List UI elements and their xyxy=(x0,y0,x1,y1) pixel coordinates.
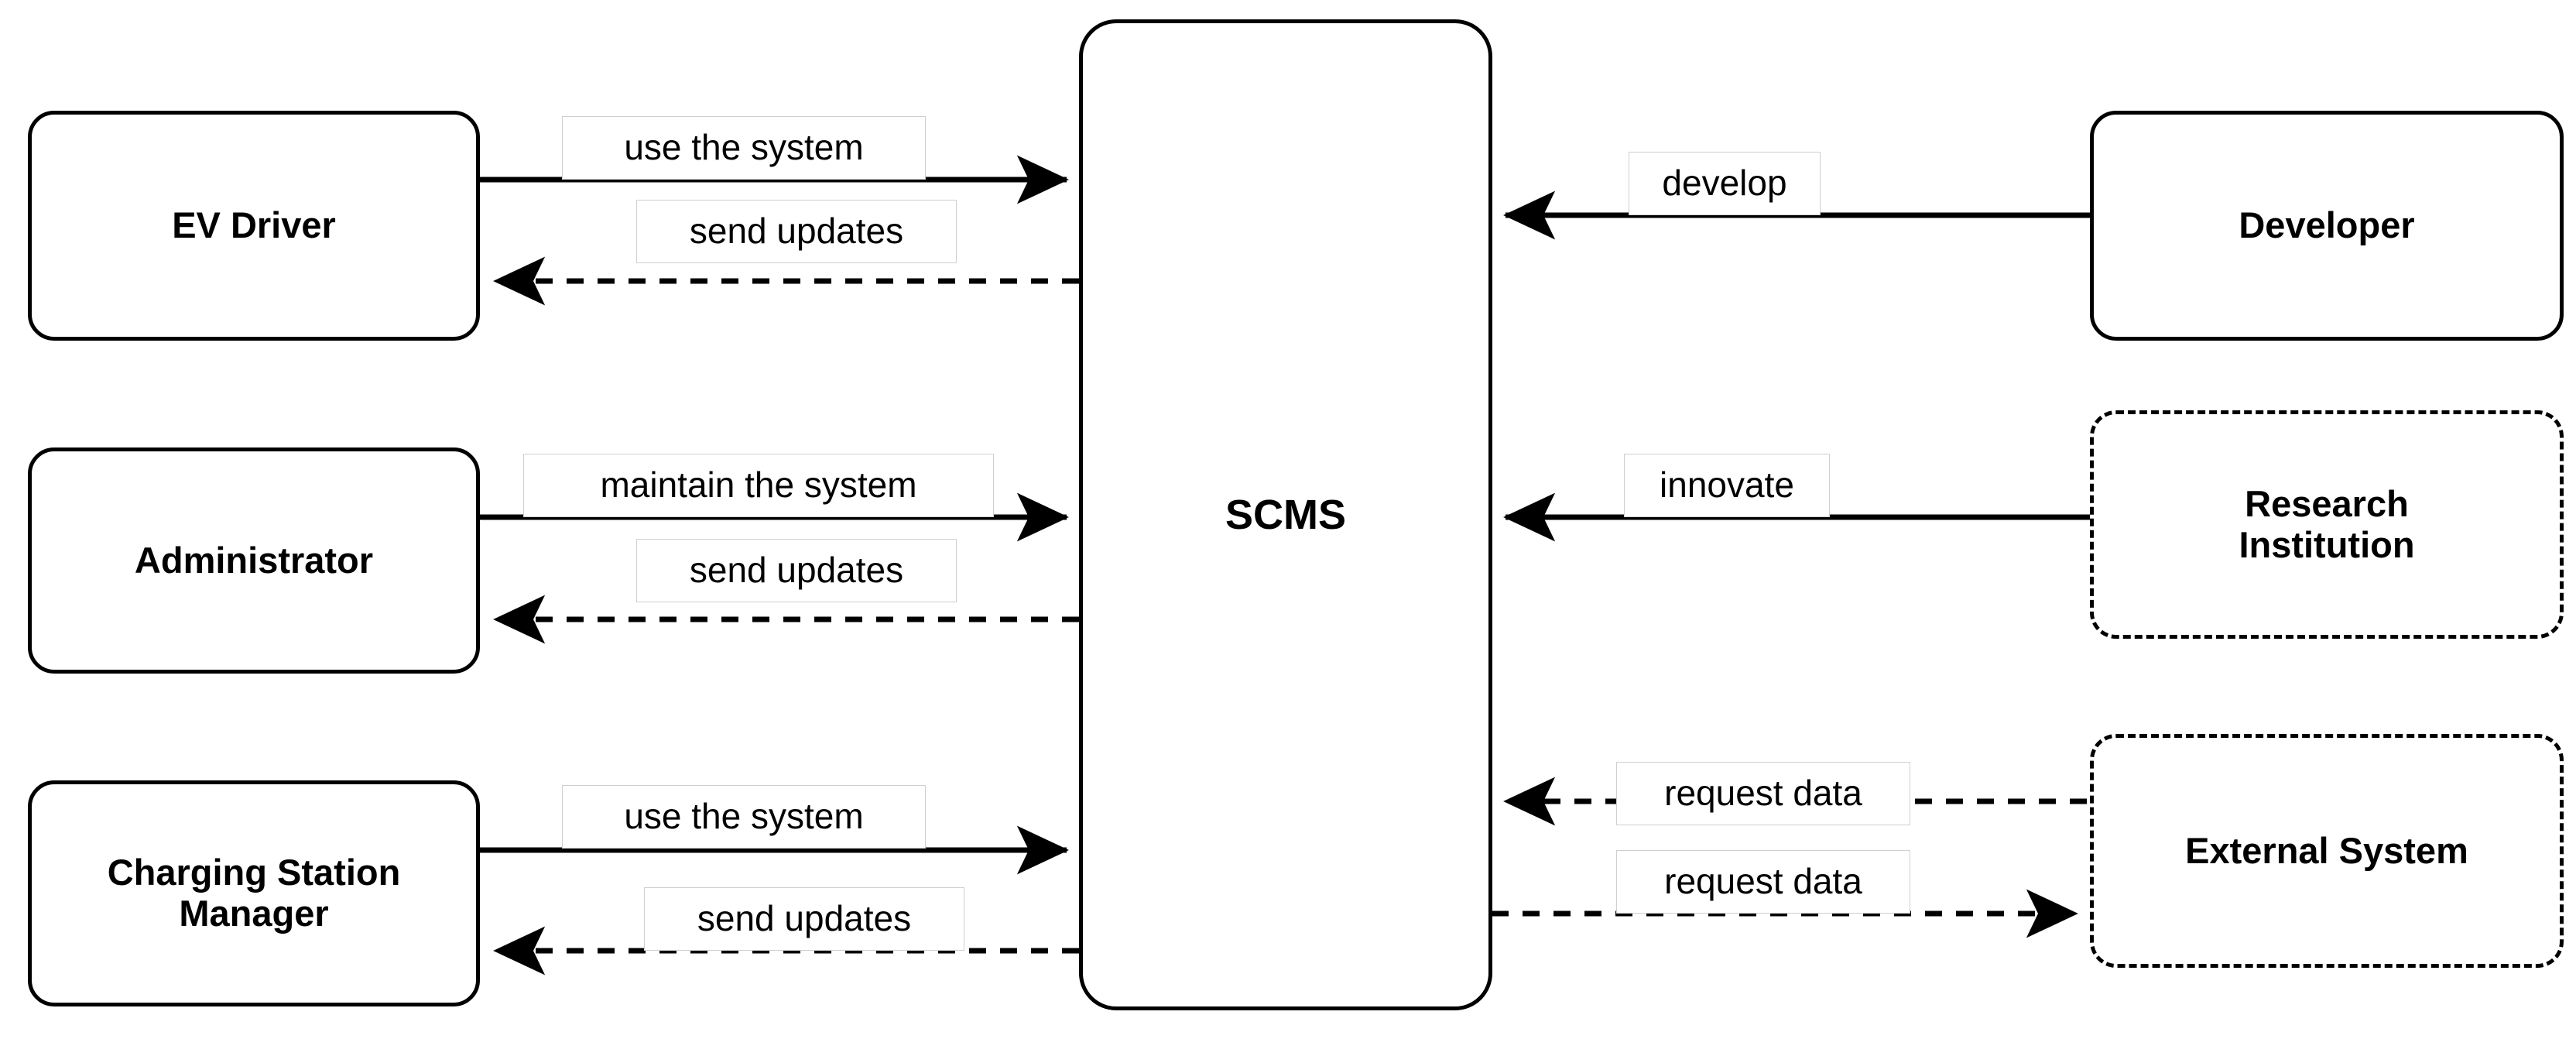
edge-label-text: innovate xyxy=(1660,465,1794,505)
node-external-system-label: External System xyxy=(2185,829,2468,871)
edge-label-text: send updates xyxy=(697,898,912,938)
node-research-institution[interactable]: Research Institution xyxy=(2090,410,2564,639)
edge-label-develop: develop xyxy=(1629,152,1821,215)
node-charging-station-manager-label: Charging Station Manager xyxy=(107,852,401,934)
edge-label-text: use the system xyxy=(624,796,864,836)
edge-label-maintain-the-system: maintain the system xyxy=(523,454,994,517)
edge-label-text: use the system xyxy=(624,127,864,167)
edge-label-request-data-out: request data xyxy=(1616,850,1910,914)
node-research-institution-label: Research Institution xyxy=(2239,482,2415,565)
edge-label-text: request data xyxy=(1664,861,1862,901)
node-administrator-label: Administrator xyxy=(134,539,374,581)
node-ev-driver[interactable]: EV Driver xyxy=(28,111,480,341)
node-scms-label: SCMS xyxy=(1225,491,1346,538)
node-scms[interactable]: SCMS xyxy=(1079,19,1492,1010)
edge-label-use-the-system-ev: use the system xyxy=(562,116,926,180)
edge-label-innovate: innovate xyxy=(1624,454,1830,517)
edge-label-text: request data xyxy=(1664,773,1862,813)
node-charging-station-manager[interactable]: Charging Station Manager xyxy=(28,780,480,1006)
edge-label-request-data-in: request data xyxy=(1616,762,1910,825)
node-administrator[interactable]: Administrator xyxy=(28,447,480,674)
edge-label-text: send updates xyxy=(689,550,904,590)
node-developer[interactable]: Developer xyxy=(2090,111,2564,341)
edge-label-text: maintain the system xyxy=(600,465,917,505)
node-external-system[interactable]: External System xyxy=(2090,734,2564,968)
edge-label-text: develop xyxy=(1662,163,1787,203)
edge-label-text: send updates xyxy=(689,211,904,251)
edge-label-use-the-system-csm: use the system xyxy=(562,785,926,849)
edge-label-send-updates-ev: send updates xyxy=(636,200,957,263)
edge-label-send-updates-admin: send updates xyxy=(636,539,957,602)
node-developer-label: Developer xyxy=(2239,204,2415,246)
node-ev-driver-label: EV Driver xyxy=(172,204,336,246)
edge-label-send-updates-csm: send updates xyxy=(644,887,964,951)
